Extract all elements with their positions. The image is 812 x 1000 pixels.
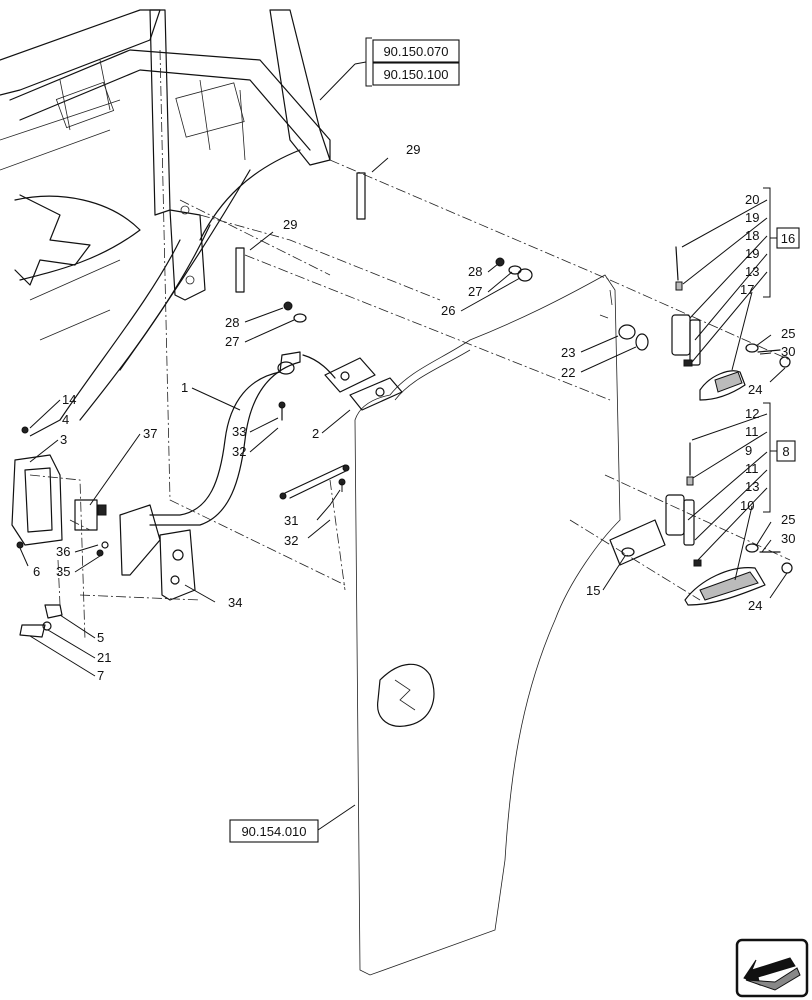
callout-37: 37 — [143, 426, 157, 441]
callout-30-lower: 30 — [781, 531, 795, 546]
hinge-spacers — [618, 324, 649, 351]
lower-hinge-assembly — [609, 442, 793, 606]
callout-19-upper: 19 — [745, 210, 759, 225]
callout-15: 15 — [586, 583, 600, 598]
handle-bracket — [324, 357, 403, 411]
callout-25-lower: 25 — [781, 512, 795, 527]
callout-29-lower: 29 — [283, 217, 297, 232]
callout-labels: 29 29 28 27 26 28 27 1 2 33 32 31 32 23 … — [33, 142, 795, 683]
callout-3: 3 — [60, 432, 67, 447]
latch-assembly — [11, 426, 196, 638]
upper-hinge-assembly — [671, 246, 791, 401]
door-glass-panel — [329, 159, 621, 976]
callout-31: 31 — [284, 513, 298, 528]
callout-4: 4 — [62, 412, 69, 427]
callout-35: 35 — [56, 564, 70, 579]
callout-6: 6 — [33, 564, 40, 579]
callout-22: 22 — [561, 365, 575, 380]
ref-label-90-150-100: 90.150.100 — [383, 67, 448, 82]
callout-20: 20 — [745, 192, 759, 207]
callout-25-upper: 25 — [781, 326, 795, 341]
gas-strut — [279, 464, 350, 500]
callout-21: 21 — [97, 650, 111, 665]
callout-32-lower: 32 — [284, 533, 298, 548]
weather-strips — [235, 172, 366, 293]
callout-28-upper: 28 — [468, 264, 482, 279]
callout-30-upper: 30 — [781, 344, 795, 359]
cab-frame — [0, 9, 331, 421]
ref-label-90-150-070: 90.150.070 — [383, 44, 448, 59]
callout-24-lower: 24 — [748, 598, 762, 613]
grab-handle-rail — [149, 351, 336, 526]
callout-7: 7 — [97, 668, 104, 683]
callout-27-lower: 27 — [225, 334, 239, 349]
kit-box-16[interactable] — [776, 227, 800, 249]
ref-box-90-154-010[interactable] — [229, 819, 319, 843]
callout-1: 1 — [181, 380, 188, 395]
callout-34: 34 — [228, 595, 242, 610]
callout-5: 5 — [97, 630, 104, 645]
callout-12: 12 — [745, 406, 759, 421]
ref-label-90-154-010: 90.154.010 — [241, 824, 306, 839]
callout-17: 17 — [740, 282, 754, 297]
callout-36: 36 — [56, 544, 70, 559]
callout-23: 23 — [561, 345, 575, 360]
callout-14: 14 — [62, 392, 76, 407]
callout-26: 26 — [441, 303, 455, 318]
ref-box-90-150-070[interactable] — [372, 39, 460, 63]
callout-29-upper: 29 — [406, 142, 420, 157]
callout-28-lower: 28 — [225, 315, 239, 330]
kit-label-8: 8 — [782, 444, 789, 459]
callout-10: 10 — [740, 498, 754, 513]
callout-13-lower: 13 — [745, 479, 759, 494]
previous-page-arrow-icon[interactable] — [735, 938, 809, 998]
callout-2: 2 — [312, 426, 319, 441]
callout-13-upper: 13 — [745, 264, 759, 279]
callout-11-lower: 11 — [745, 461, 759, 476]
callout-27-upper: 27 — [468, 284, 482, 299]
assembly-guide-lines — [29, 49, 791, 641]
callout-33: 33 — [232, 424, 246, 439]
ref-box-90-150-100[interactable] — [372, 62, 460, 86]
callout-9: 9 — [745, 443, 752, 458]
callout-24-upper: 24 — [748, 382, 762, 397]
pin-33 — [278, 401, 286, 421]
leader-lines — [19, 63, 788, 831]
callout-32-upper: 32 — [232, 444, 246, 459]
kit-box-8[interactable] — [776, 440, 796, 462]
callout-18: 18 — [745, 228, 759, 243]
kit-label-16: 16 — [781, 231, 795, 246]
fasteners-upper — [283, 257, 533, 323]
cross-reference-boxes: 90.150.070 90.150.100 90.154.010 16 8 — [229, 37, 800, 843]
callout-19-lower: 19 — [745, 246, 759, 261]
callout-11-upper: 11 — [745, 424, 759, 439]
